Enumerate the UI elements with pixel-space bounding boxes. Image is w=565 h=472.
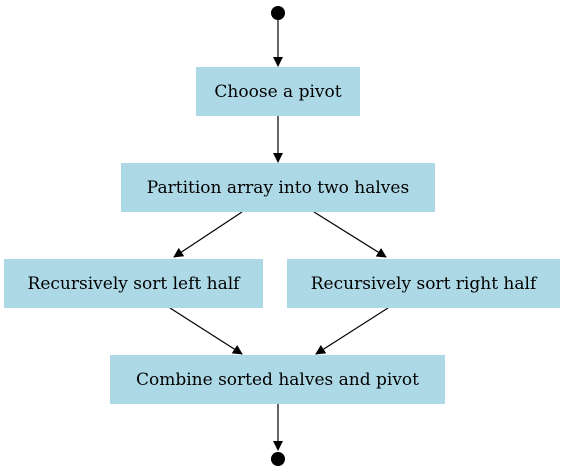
node-label: Combine sorted halves and pivot [135,369,420,390]
node-combine: Combine sorted halves and pivot [110,355,445,404]
node-label: Recursively sort left half [27,273,240,294]
end-node [271,452,285,466]
node-sort-left: Recursively sort left half [4,259,263,308]
start-node [271,6,285,20]
edge-partition-to-sort-left [173,211,243,258]
node-label: Recursively sort right half [310,273,537,294]
edge-sort-left-to-combine [169,307,243,355]
node-label: Choose a pivot [214,81,342,102]
node-sort-right: Recursively sort right half [287,259,560,308]
edge-sort-right-to-combine [315,307,389,355]
node-label: Partition array into two halves [146,177,410,198]
node-partition: Partition array into two halves [121,163,435,212]
node-choose-pivot: Choose a pivot [196,67,360,116]
edge-partition-to-sort-right [313,211,387,258]
